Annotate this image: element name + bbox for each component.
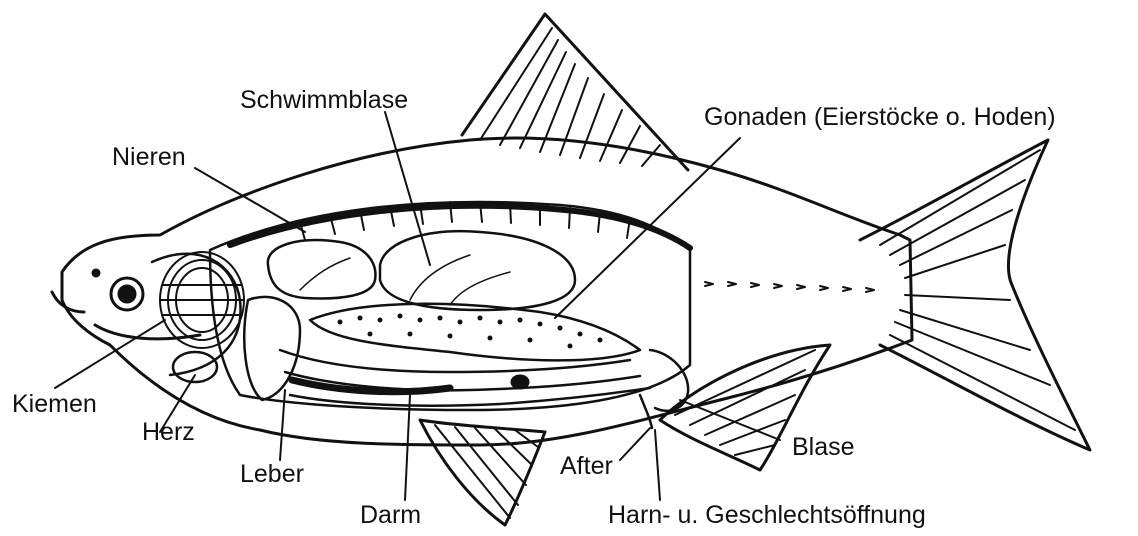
fish-pupil xyxy=(119,286,135,302)
swim-bladder-front xyxy=(268,240,376,298)
urogenital-duct xyxy=(640,395,652,428)
leader-gonaden xyxy=(555,138,740,318)
dorsal-fin-rays xyxy=(480,28,660,166)
gonads xyxy=(310,304,640,361)
label-herz: Herz xyxy=(142,420,195,445)
label-kiemen: Kiemen xyxy=(12,392,97,417)
label-after: After xyxy=(560,454,613,479)
label-blase: Blase xyxy=(792,435,855,460)
leader-schwimmblase xyxy=(385,112,430,265)
label-harn: Harn- u. Geschlechtsöffnung xyxy=(608,503,926,528)
leader-darm xyxy=(405,395,410,500)
leader-harn xyxy=(655,430,660,500)
label-nieren: Nieren xyxy=(112,145,186,170)
label-gonaden: Gonaden (Eierstöcke o. Hoden) xyxy=(704,105,1056,130)
leader-nieren xyxy=(195,168,305,232)
swim-bladder-rear xyxy=(380,231,575,310)
dorsal-fin xyxy=(462,14,688,170)
leader-after xyxy=(620,428,650,460)
gill-arches xyxy=(160,252,244,348)
tail-fin xyxy=(860,140,1090,450)
nostril xyxy=(93,270,99,276)
label-schwimmblase: Schwimmblase xyxy=(240,88,408,113)
mouth-line xyxy=(52,292,84,312)
liver xyxy=(244,297,300,400)
heart xyxy=(173,352,217,382)
label-leber: Leber xyxy=(240,462,304,487)
lateral-line xyxy=(705,282,874,292)
label-darm: Darm xyxy=(360,503,421,528)
intestine-node xyxy=(512,376,528,388)
tail-fin-rays xyxy=(880,150,1075,430)
